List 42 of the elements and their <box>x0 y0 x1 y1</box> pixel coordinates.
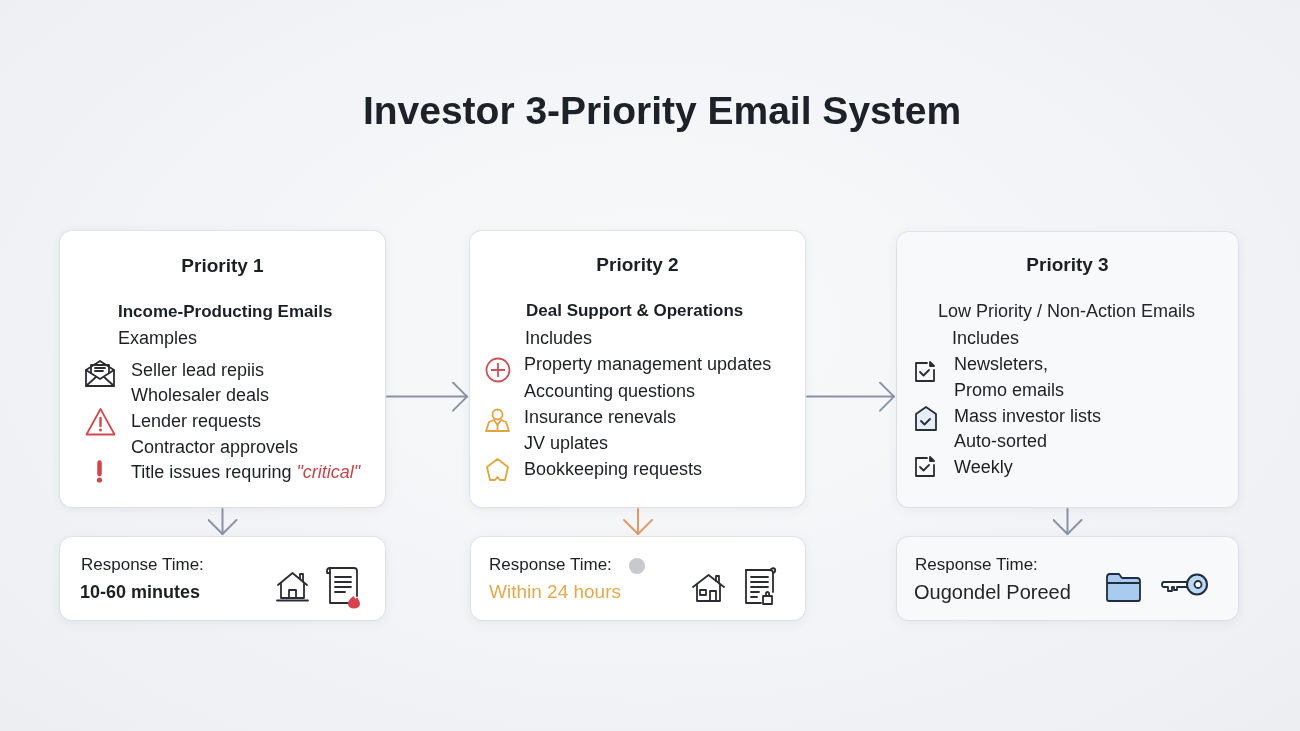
card-subtitle: Income-Producting Emails <box>118 301 333 323</box>
response-time-box <box>897 537 1238 620</box>
response-label: Response Time: <box>489 555 612 575</box>
list-item: Weekly <box>954 456 1013 478</box>
response-value: Within 24 hours <box>489 580 621 604</box>
card-heading: Priority 1 <box>181 254 264 278</box>
list-item: Mass investor lists <box>954 405 1102 427</box>
arrow <box>623 508 653 535</box>
list-item: Contractor approvels <box>131 436 299 458</box>
arrow <box>1052 508 1083 535</box>
card-heading: Priority 3 <box>1026 253 1109 277</box>
list-item: Seller lead repiis <box>131 359 265 381</box>
priority-card <box>470 231 805 507</box>
list-item: Lender requests <box>131 410 262 432</box>
list-item: Promo emails <box>954 379 1065 401</box>
card-subtitle: Deal Support & Operations <box>526 300 744 322</box>
card-heading: Priority 2 <box>596 253 679 277</box>
arrow <box>386 381 468 412</box>
priority-card <box>897 232 1238 507</box>
arrow <box>207 508 238 535</box>
card-subtitle: Low Priority / Non-Action Emails <box>938 300 1196 322</box>
response-time-box <box>60 537 385 620</box>
list-item: Wholesaler deals <box>131 384 270 406</box>
diagram-title: Investor 3-Priority Email System <box>362 88 962 134</box>
response-value: 10-60 minutes <box>80 581 201 604</box>
list-item: Insurance renevals <box>524 406 677 428</box>
response-label: Response Time: <box>81 555 204 575</box>
section-label: Examples <box>118 327 198 349</box>
response-value: Ougondel Poreed <box>914 580 1071 604</box>
response-label: Response Time: <box>915 555 1038 575</box>
section-label: Includes <box>952 327 1020 349</box>
arrow <box>806 381 895 412</box>
list-item: Bookkeeping requests <box>524 458 703 480</box>
response-time-box <box>471 537 805 620</box>
list-item: Newsleters, <box>954 353 1049 375</box>
list-item: JV uplates <box>524 432 609 454</box>
list-item: Property management updates <box>524 353 772 375</box>
list-item: Title issues requring "critical" <box>131 461 361 483</box>
list-item: Accounting questions <box>524 380 696 402</box>
priority-card <box>60 231 385 507</box>
list-item: Auto-sorted <box>954 430 1048 452</box>
section-label: Includes <box>525 327 593 349</box>
